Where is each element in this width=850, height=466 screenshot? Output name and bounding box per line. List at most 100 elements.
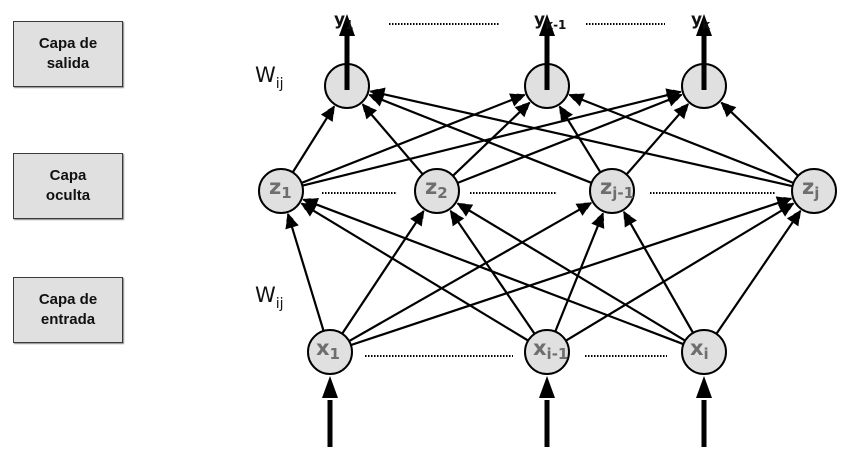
node-circle — [589, 168, 635, 214]
connection-edges — [285, 87, 802, 347]
edge-z1-yk-1 — [299, 93, 526, 185]
node-circle — [791, 168, 837, 214]
layer-box-output: Capa de salida — [13, 21, 123, 87]
edge-x1-zj-1 — [346, 201, 593, 344]
node-label-z1: z1 — [269, 175, 292, 202]
node-circle — [681, 329, 727, 375]
edge-zj-1-yk — [624, 103, 690, 177]
edge-z2-yk-1 — [450, 101, 531, 179]
node-label-zj-1: zj-1 — [600, 175, 634, 202]
layer-box-hidden-label: Capa oculta — [45, 167, 91, 204]
node-circle — [524, 329, 570, 375]
layer-box-input: Capa de entrada — [13, 277, 123, 343]
node-label-x1-subscript: 1 — [330, 345, 340, 363]
edge-xi-1-z2-arrowhead — [450, 210, 465, 227]
weight-label-input-hidden: Wij — [255, 283, 284, 312]
edge-zj-1-yk-1-arrowhead — [559, 106, 573, 122]
weight-label-base: W — [255, 63, 276, 87]
node-label-z1-subscript: 1 — [281, 184, 291, 202]
node-label-xi-1-subscript: i-1 — [547, 345, 569, 363]
node-z2 — [414, 168, 460, 214]
edge-xi-zj — [714, 209, 802, 337]
weight-label-subscript: ij — [276, 296, 284, 312]
edge-xi-1-zj — [563, 202, 795, 343]
edge-zj-y1 — [369, 88, 795, 188]
edge-zj-1-y1 — [368, 93, 594, 185]
node-label-xi-subscript: i — [704, 345, 709, 363]
edge-xi-1-z2 — [449, 209, 537, 337]
edge-xi-zj-arrowhead — [786, 210, 801, 227]
edge-z1-yk-1-arrowhead — [509, 93, 525, 107]
layer-box-hidden: Capa oculta — [13, 153, 123, 219]
output-arrowhead-yk — [696, 14, 712, 36]
input-arrowhead-xi — [696, 376, 712, 398]
edge-x1-z2-arrowhead — [410, 210, 424, 227]
weight-label-hidden-output: Wij — [255, 63, 284, 92]
node-zj-1 — [589, 168, 635, 214]
node-label-xi: xi — [690, 336, 709, 363]
edge-xi-1-zj-1-arrowhead — [591, 213, 605, 229]
node-circle — [258, 168, 304, 214]
edge-x1-z2 — [340, 210, 425, 337]
nodes — [258, 63, 837, 375]
node-label-zj-1-base: z — [600, 175, 612, 199]
layer-box-output-label: Capa de salida — [38, 35, 98, 72]
edge-z2-yk-arrowhead — [666, 93, 682, 107]
node-label-x1: x1 — [316, 336, 340, 363]
edge-zj-1-yk-arrowhead — [673, 104, 689, 120]
node-x1 — [307, 329, 353, 375]
layer-box-input-label: Capa de entrada — [38, 291, 98, 328]
input-arrowhead-x1 — [322, 376, 338, 398]
edge-x1-z1 — [286, 213, 326, 334]
output-label-yk-1-base: y — [534, 10, 545, 30]
edge-xi-z2-arrowhead — [457, 203, 474, 217]
output-label-y1: y1 — [334, 10, 353, 32]
output-label-y1-subscript: 1 — [345, 18, 353, 32]
ellipsis-dots — [322, 23, 775, 357]
output-arrowhead-yk-1 — [539, 14, 555, 36]
weight-label-base: W — [255, 283, 276, 307]
io-arrows — [322, 14, 712, 447]
output-arrowhead-y1 — [339, 14, 355, 36]
edge-zj-yk-1 — [568, 93, 796, 185]
node-label-zj: zj — [802, 175, 819, 202]
output-label-yk: yk — [691, 10, 711, 32]
node-label-x1-base: x — [316, 336, 330, 360]
edge-z2-y1 — [361, 103, 425, 177]
edge-zj-yk — [720, 101, 801, 179]
edge-xi-z1-arrowhead — [303, 197, 320, 212]
edge-z2-y1-arrowhead — [362, 104, 378, 120]
output-label-yk-1: yk-1 — [534, 10, 566, 32]
edge-xi-1-zj-arrowhead — [777, 203, 794, 217]
edge-xi-1-zj-1 — [553, 212, 605, 335]
node-label-z2: z2 — [425, 175, 448, 202]
edge-xi-1-z1 — [300, 202, 531, 343]
edge-z2-yk — [455, 93, 683, 185]
edge-x1-zj-1-arrowhead — [575, 202, 592, 216]
output-label-yk-1-subscript: k-1 — [545, 18, 566, 32]
input-arrowhead-xi-1 — [539, 376, 555, 398]
edge-zj-yk-arrowhead — [721, 102, 737, 118]
edge-zj-yk-1-arrowhead — [569, 93, 585, 107]
node-label-z1-base: z — [269, 175, 281, 199]
node-zj — [791, 168, 837, 214]
node-xi-1 — [524, 329, 570, 375]
node-z1 — [258, 168, 304, 214]
node-label-zj-1-subscript: j-1 — [611, 184, 634, 202]
node-label-xi-base: x — [690, 336, 704, 360]
edge-zj-y1-arrowhead — [370, 87, 386, 102]
node-circle — [307, 329, 353, 375]
output-label-yk-subscript: k — [702, 18, 711, 32]
node-label-zj-subscript: j — [813, 184, 819, 202]
edge-xi-zj-1 — [622, 210, 696, 336]
edge-xi-z2 — [456, 202, 688, 343]
node-label-xi-1: xi-1 — [533, 336, 568, 363]
node-circle — [414, 168, 460, 214]
output-label-yk-base: y — [691, 10, 702, 30]
edge-z1-y1-arrowhead — [320, 106, 335, 122]
weight-label-subscript: ij — [276, 76, 284, 92]
node-xi — [681, 329, 727, 375]
edge-x1-z1-arrowhead — [285, 213, 299, 230]
